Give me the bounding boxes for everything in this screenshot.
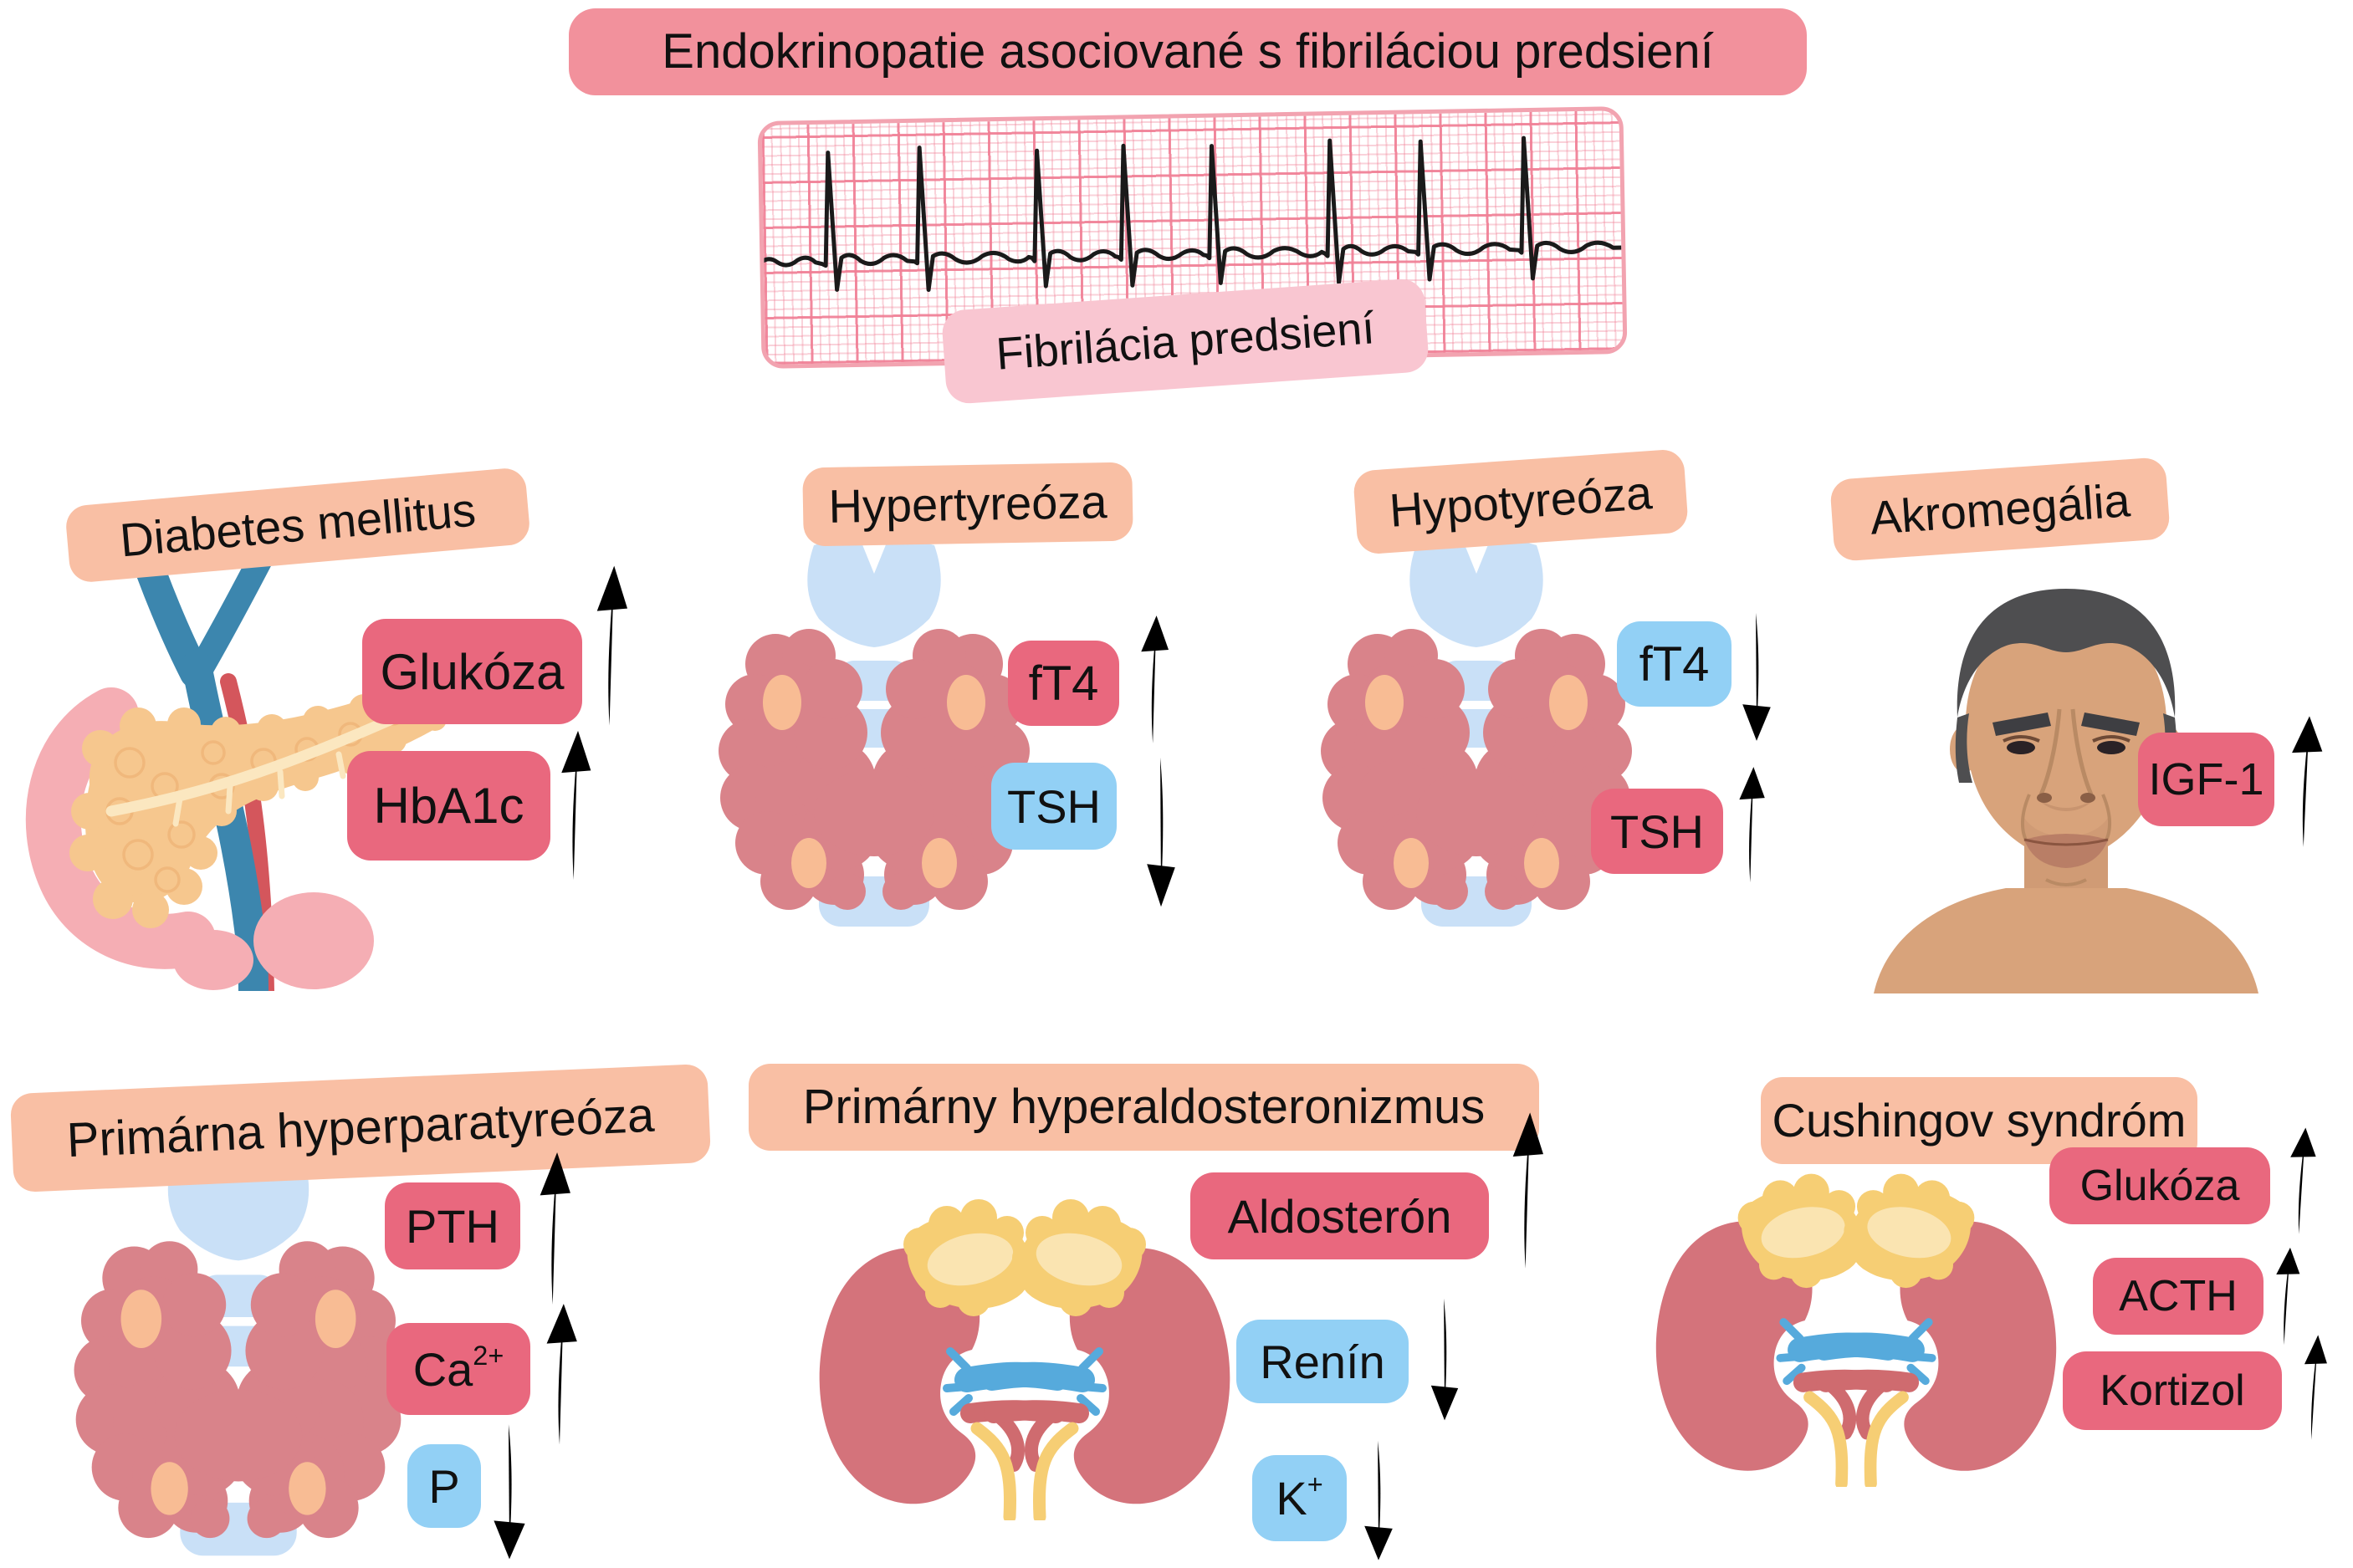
page-title: Endokrinopatie asociované s fibriláciou … [569, 8, 1807, 95]
marker-label: TSH [1007, 779, 1101, 833]
marker-label: K [1276, 1472, 1307, 1525]
marker-pill-ft4: fT4 [1008, 641, 1119, 726]
thyroid-illustration [1309, 537, 1644, 938]
marker-pill-renin: Renín [1236, 1320, 1409, 1403]
marker-label: HbA1c [373, 778, 524, 834]
marker-label: PTH [406, 1199, 499, 1253]
section-hyperparatyreoza-header: Primárna hyperparatyreóza [9, 1063, 712, 1193]
marker-label: TSH [1610, 804, 1704, 858]
marker-label: Ca [412, 1342, 473, 1396]
up-arrow-icon [1727, 758, 1775, 887]
marker-label: P [428, 1459, 460, 1513]
kidneys-adrenal-illustration [803, 1186, 1246, 1520]
marker-label: Renín [1260, 1335, 1385, 1388]
page-title-label: Endokrinopatie asociované s fibriláciou … [662, 23, 1714, 79]
marker-label: IGF-1 [2148, 754, 2264, 804]
marker-pill-igf1: IGF-1 [2138, 733, 2274, 826]
section-hypertyreoza-header-label: Hypertyreóza [827, 474, 1108, 533]
section-cushing-header-label: Cushingov syndróm [1772, 1093, 2187, 1147]
marker-label: Aldosterón [1227, 1189, 1452, 1243]
ecg-strip [757, 105, 1628, 370]
up-arrow-icon [2291, 1327, 2338, 1445]
marker-label: Glukóza [2079, 1162, 2240, 1210]
marker-pill-aldosteron: Aldosterón [1190, 1172, 1489, 1259]
up-arrow-icon [526, 1142, 584, 1310]
af-label-text: Fibrilácia predsiení [994, 302, 1377, 380]
marker-label: ACTH [2119, 1272, 2238, 1320]
marker-pill-p: P [407, 1444, 481, 1528]
marker-label: Glukóza [380, 643, 565, 700]
up-arrow-icon [1128, 606, 1180, 748]
marker-pill-ft4: fT4 [1617, 621, 1732, 707]
marker-pill-kortizol: Kortizol [2063, 1351, 2282, 1430]
up-arrow-icon [2276, 1119, 2328, 1239]
marker-label: fT4 [1028, 656, 1099, 711]
marker-pill-k: K+ [1252, 1455, 1347, 1541]
down-arrow-icon [1138, 753, 1184, 917]
up-arrow-icon [2277, 706, 2336, 852]
ecg-trace [761, 135, 1624, 293]
section-hypotyreoza-header-label: Hypotyreóza [1387, 465, 1654, 537]
marker-pill-glukoza2: Glukóza [2049, 1147, 2270, 1224]
section-hyperaldosteronizmus-header: Primárny hyperaldosteronizmus [749, 1064, 1539, 1151]
marker-pill-tsh: TSH [991, 763, 1117, 850]
up-arrow-icon [548, 720, 604, 886]
up-arrow-icon [582, 554, 640, 732]
marker-label: fT4 [1639, 636, 1710, 692]
down-arrow-icon [483, 1420, 535, 1568]
down-arrow-icon [1422, 1295, 1467, 1428]
up-arrow-icon [1498, 1101, 1556, 1274]
marker-pill-glukoza: Glukóza [362, 619, 582, 724]
marker-pill-acth: ACTH [2093, 1258, 2263, 1335]
marker-label: Kortizol [2100, 1366, 2245, 1415]
marker-pill-tsh: TSH [1591, 789, 1723, 874]
marker-pill-pth: PTH [385, 1182, 520, 1269]
thyroid-illustration [707, 537, 1041, 938]
section-akromegalia-header-label: Akromegália [1868, 472, 2132, 544]
kidneys-adrenal-illustration [1639, 1161, 2073, 1487]
section-hypertyreoza-header: Hypertyreóza [802, 462, 1133, 547]
marker-pill-hba1c: HbA1c [347, 751, 550, 861]
up-arrow-icon [533, 1294, 590, 1450]
down-arrow-icon [1733, 609, 1780, 749]
down-arrow-icon [1355, 1437, 1402, 1568]
section-hyperaldosteronizmus-header-label: Primárny hyperaldosteronizmus [802, 1079, 1486, 1134]
